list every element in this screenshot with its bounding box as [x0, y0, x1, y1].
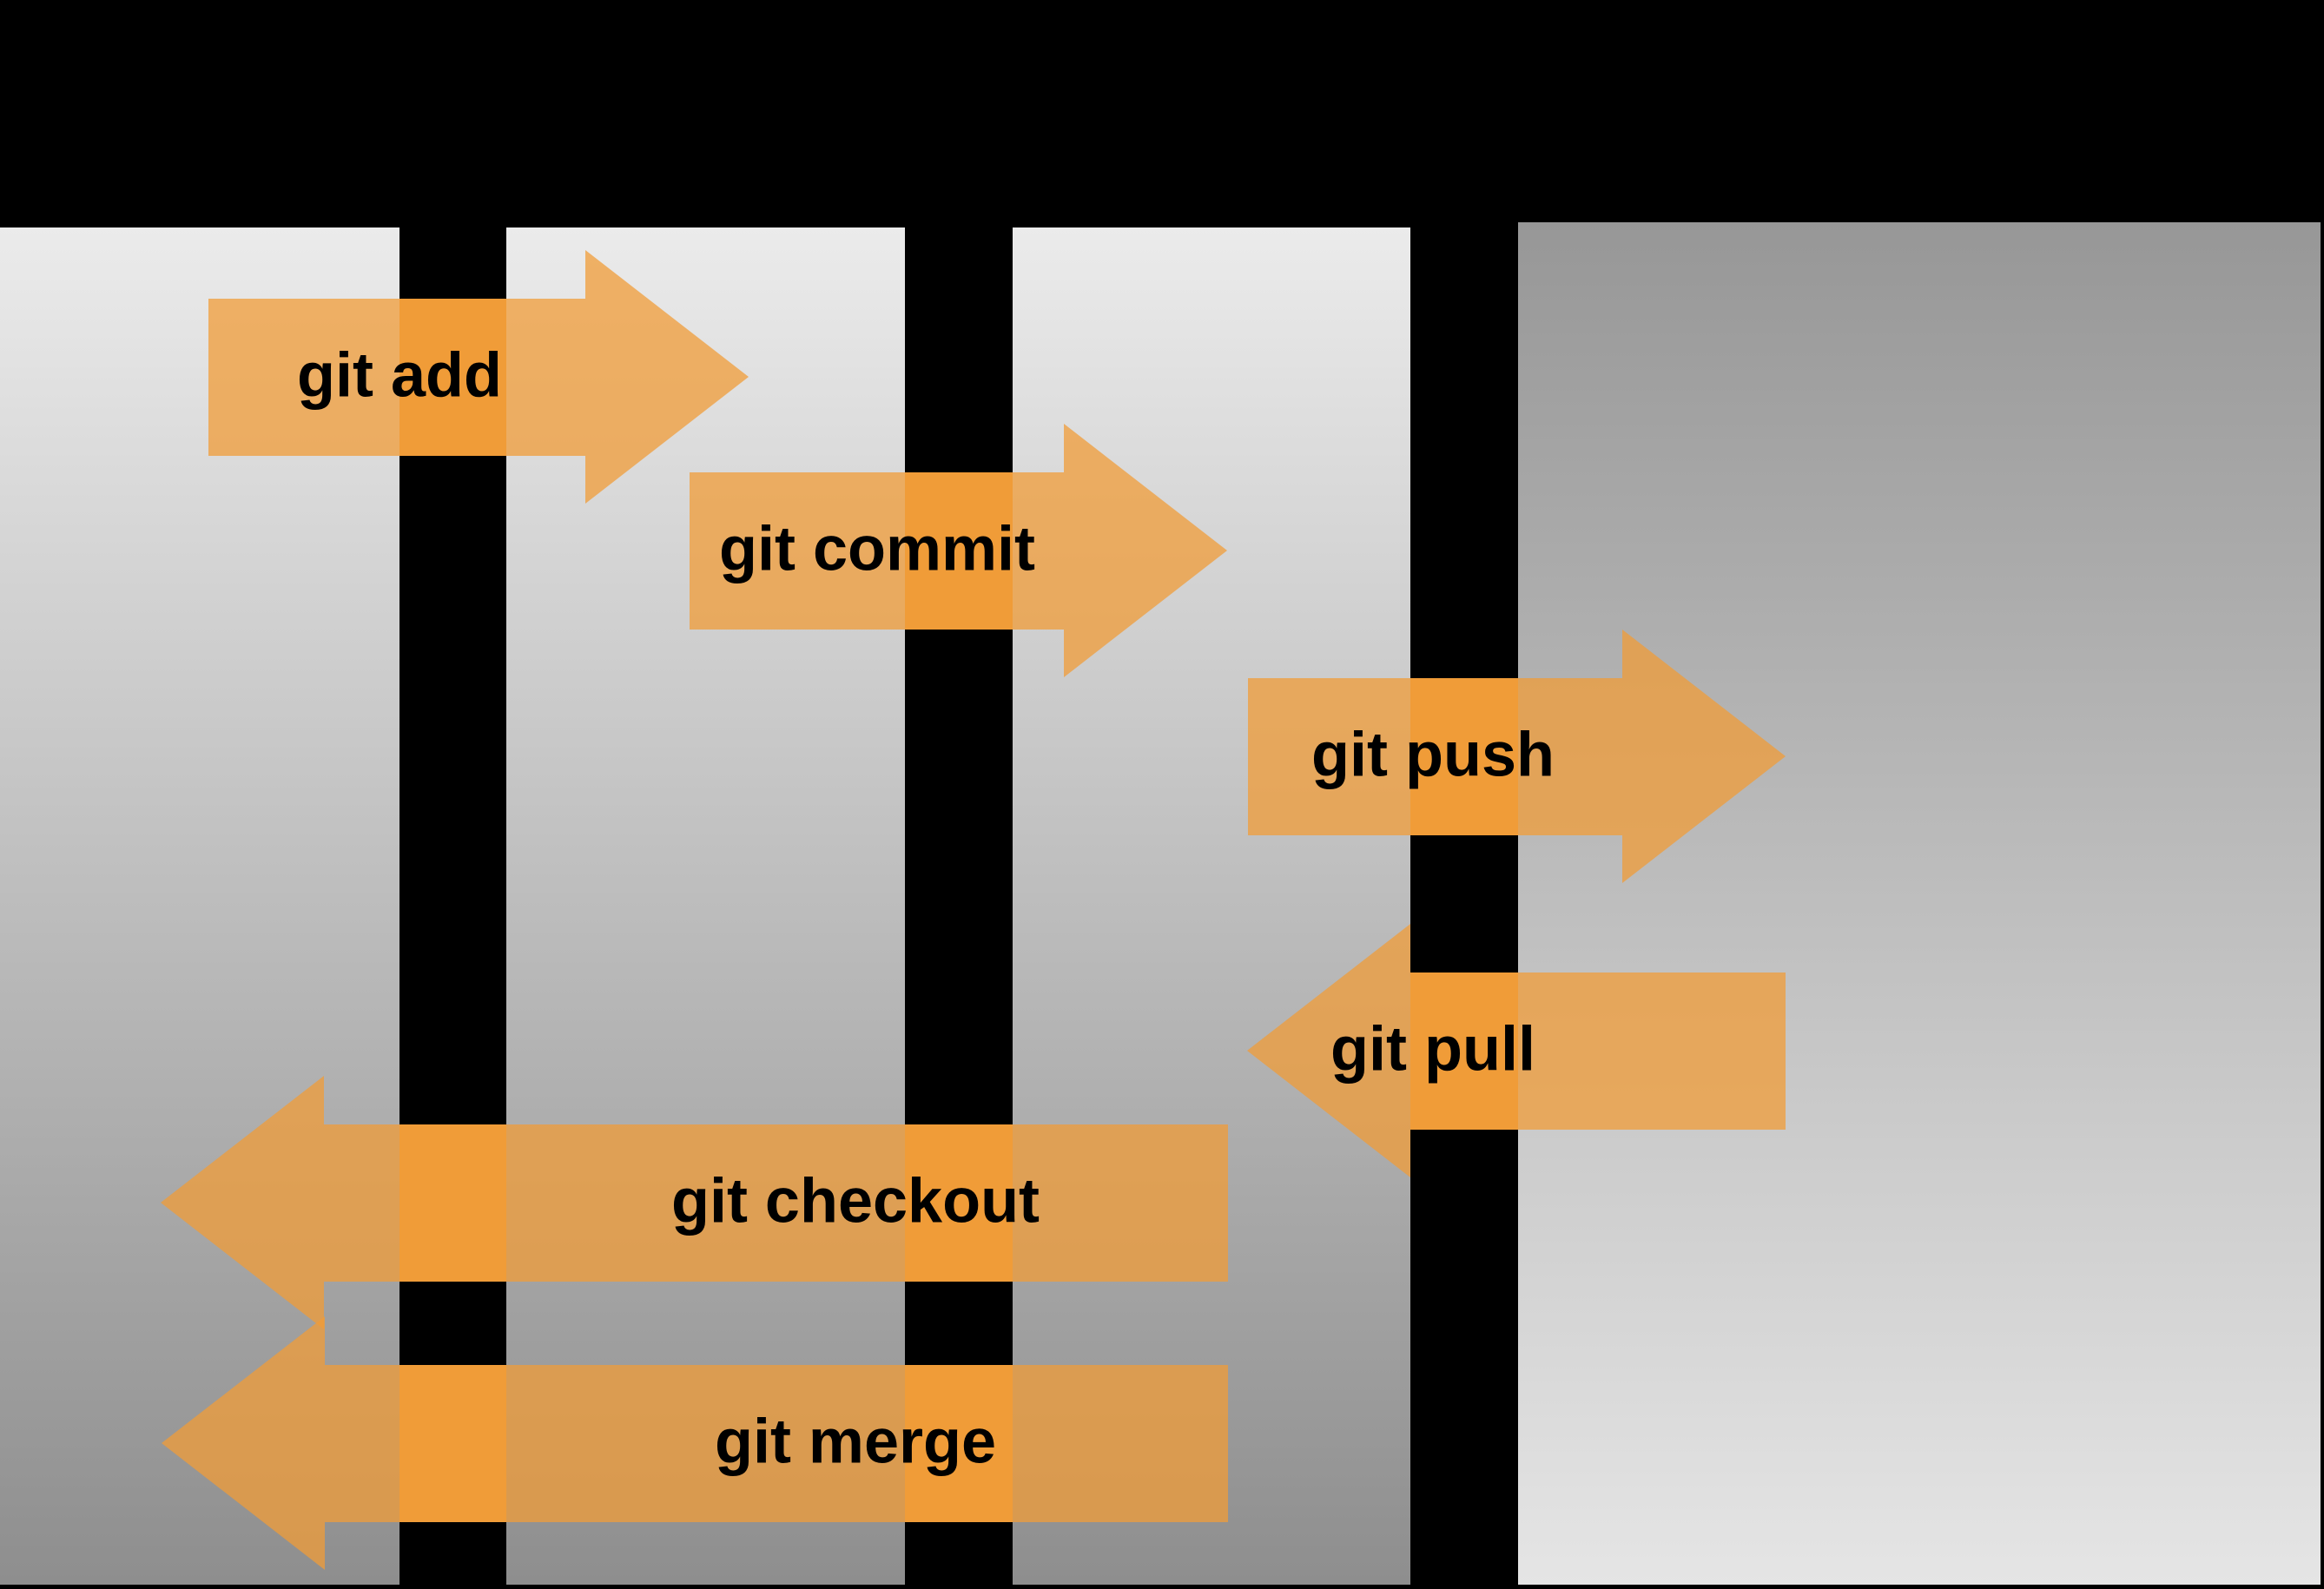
git-commit-label: git commit	[718, 514, 1036, 584]
git-push-arrow-gap-segment	[1410, 678, 1518, 835]
git-add-arrow-body	[208, 299, 585, 456]
git-checkout-arrow-gap-segment	[399, 1124, 506, 1282]
git-merge-arrow-gap-segment	[399, 1365, 506, 1522]
git-merge-arrow-gap-segment	[905, 1365, 1013, 1522]
git-checkout-label: git checkout	[670, 1166, 1040, 1236]
git-pull-label: git pull	[1330, 1014, 1535, 1085]
git-checkout-arrow-gap-segment	[905, 1124, 1013, 1282]
git-add-label: git add	[297, 340, 502, 411]
git-commit-arrow-gap-segment	[905, 472, 1013, 630]
column-4	[1518, 222, 2321, 1585]
git-pull-arrow-gap-segment	[1410, 973, 1518, 1130]
git-merge-label: git merge	[714, 1407, 997, 1477]
git-push-label: git push	[1311, 720, 1555, 790]
git-add-arrow-gap-segment	[399, 299, 506, 456]
